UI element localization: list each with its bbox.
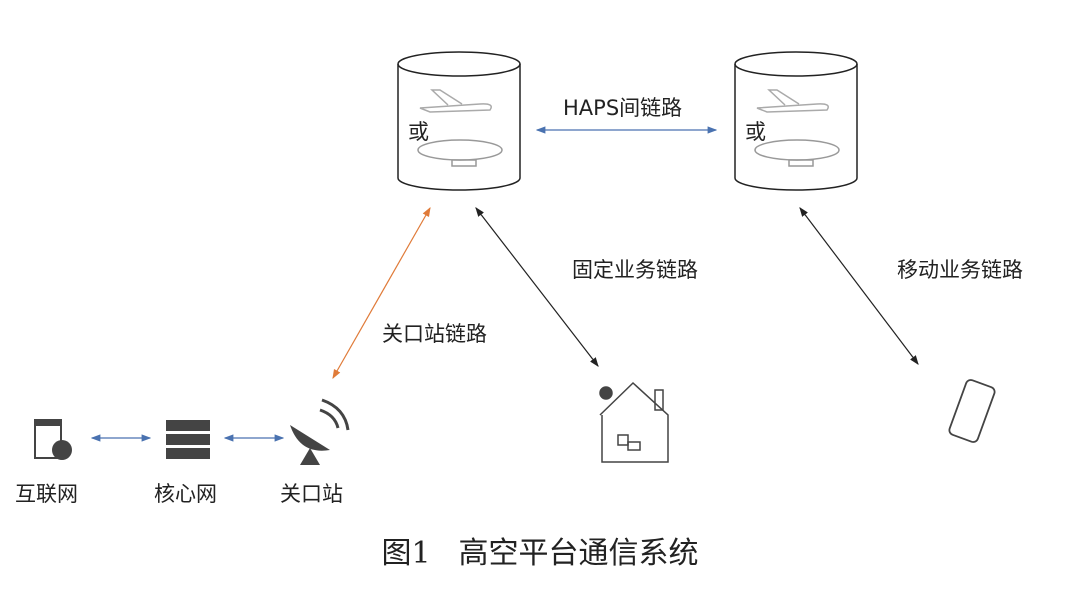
inter-haps-link-label: HAPS间链路 [563,96,683,120]
mobile-link-label: 移动业务链路 [897,258,1023,282]
figure-caption: 图1 高空平台通信系统 [0,528,1080,572]
mobile-phone-icon [948,379,996,443]
fixed-link-label: 固定业务链路 [572,258,698,282]
browser-globe-icon [34,419,72,460]
internet-label: 互联网 [15,482,78,506]
airplane-icon [756,89,829,113]
core-network-label: 核心网 [154,482,217,506]
haps-platform-right [734,51,858,191]
or-label-left: 或 [408,120,429,144]
figure-title: 高空平台通信系统 [458,536,699,571]
haps-platform-left [397,51,521,191]
gateway-station-label: 关口站 [280,482,343,506]
airplane-icon [419,89,492,113]
gateway-link-arrow [332,206,431,380]
fixed-link-arrow [475,207,599,367]
airship-icon [417,139,503,167]
satellite-dish-icon [290,398,350,465]
house-icon [599,381,669,463]
airship-icon [754,139,840,167]
mobile-link-arrow [799,207,919,365]
figure-number: 图1 [381,536,431,571]
gateway-link-label: 关口站链路 [382,322,487,346]
or-label-right: 或 [745,120,766,144]
server-icon [166,420,210,459]
